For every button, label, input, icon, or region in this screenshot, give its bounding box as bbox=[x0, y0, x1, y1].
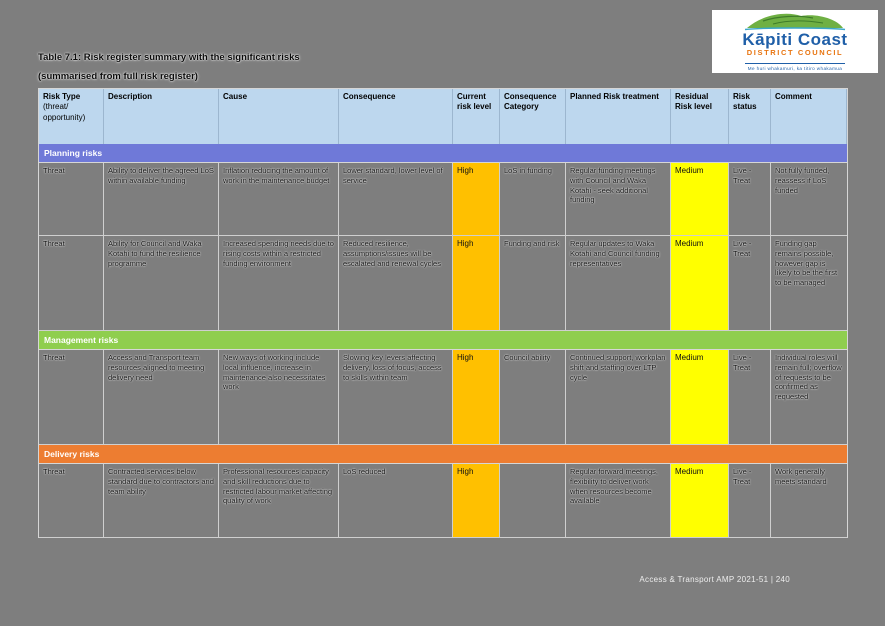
cell-comment: Individual roles will remain full; overf… bbox=[771, 350, 847, 445]
logo-subtitle: DISTRICT COUNCIL bbox=[746, 48, 844, 57]
page-footer: Access & Transport AMP 2021-51 | 240 bbox=[639, 575, 790, 584]
header-cause: Cause bbox=[219, 89, 339, 144]
cell-residual-risk-level: Medium bbox=[671, 464, 729, 538]
cell-consequence: Slowing key levers affecting delivery, l… bbox=[339, 350, 453, 445]
header-risk-type: Risk Type (threat/ opportunity) bbox=[39, 89, 104, 144]
header-risk-type-sub: (threat/ opportunity) bbox=[43, 102, 86, 122]
cell-current-risk-level: High bbox=[453, 236, 500, 331]
cell-current-risk-level: High bbox=[453, 163, 500, 236]
logo-tagline: Me huri whakamuri, ka titiro whakamua bbox=[744, 63, 846, 72]
document-title-line1: Table 7.1: Risk register summary with th… bbox=[38, 52, 300, 63]
cell-risk-status: Live - Treat bbox=[729, 350, 771, 445]
header-risk-status: Risk status bbox=[729, 89, 771, 144]
cell-consequence-category: Council ability bbox=[500, 350, 566, 445]
section-header-delivery: Delivery risks bbox=[39, 445, 847, 464]
cell-description: Ability for Council and Waka Kotahi to f… bbox=[104, 236, 219, 331]
table-row: Threat Contracted services below standar… bbox=[39, 464, 847, 538]
cell-consequence-category: LoS in funding bbox=[500, 163, 566, 236]
cell-cause: Inflation reducing the amount of work in… bbox=[219, 163, 339, 236]
section-header-planning: Planning risks bbox=[39, 144, 847, 163]
kapiti-island-icon bbox=[744, 13, 846, 31]
cell-risk-status: Live - Treat bbox=[729, 163, 771, 236]
cell-current-risk-level: High bbox=[453, 350, 500, 445]
cell-planned-treatment: Regular forward meetings, flexibility to… bbox=[566, 464, 671, 538]
cell-risk-type: Threat bbox=[39, 163, 104, 236]
table-row: Threat Ability for Council and Waka Kota… bbox=[39, 236, 847, 331]
cell-comment: Funding gap remains possible, however ga… bbox=[771, 236, 847, 331]
header-consequence-category: Consequence Category bbox=[500, 89, 566, 144]
cell-planned-treatment: Regular updates to Waka Kotahi and Counc… bbox=[566, 236, 671, 331]
cell-description: Contracted services below standard due t… bbox=[104, 464, 219, 538]
cell-consequence: Lower standard, lower level of service bbox=[339, 163, 453, 236]
cell-risk-type: Threat bbox=[39, 464, 104, 538]
document-title-line2: (summarised from full risk register) bbox=[38, 71, 198, 82]
table-header-row: Risk Type (threat/ opportunity) Descript… bbox=[39, 89, 847, 144]
cell-consequence: Reduced resilience, assumptions/issues w… bbox=[339, 236, 453, 331]
header-risk-type-label: Risk Type bbox=[43, 92, 81, 101]
cell-consequence-category bbox=[500, 464, 566, 538]
cell-risk-type: Threat bbox=[39, 350, 104, 445]
cell-residual-risk-level: Medium bbox=[671, 350, 729, 445]
cell-risk-type: Threat bbox=[39, 236, 104, 331]
table-row: Threat Ability to deliver the agreed LoS… bbox=[39, 163, 847, 236]
logo-name: Kāpiti Coast bbox=[742, 30, 848, 49]
section-header-management: Management risks bbox=[39, 331, 847, 350]
cell-consequence: LoS reduced bbox=[339, 464, 453, 538]
cell-risk-status: Live - Treat bbox=[729, 236, 771, 331]
cell-cause: New ways of working include local influe… bbox=[219, 350, 339, 445]
cell-comment: Not fully funded, reassess if LoS funded bbox=[771, 163, 847, 236]
cell-cause: Professional resources capacity and skil… bbox=[219, 464, 339, 538]
cell-residual-risk-level: Medium bbox=[671, 163, 729, 236]
risk-register-table: Risk Type (threat/ opportunity) Descript… bbox=[38, 88, 848, 538]
table-row: Threat Access and Transport team resourc… bbox=[39, 350, 847, 445]
header-planned-risk-treatment: Planned Risk treatment bbox=[566, 89, 671, 144]
cell-planned-treatment: Regular funding meetings with Council an… bbox=[566, 163, 671, 236]
cell-current-risk-level: High bbox=[453, 464, 500, 538]
cell-planned-treatment: Continued support, workplan shift and st… bbox=[566, 350, 671, 445]
council-logo: Kāpiti Coast DISTRICT COUNCIL Me huri wh… bbox=[712, 10, 878, 73]
cell-risk-status: Live - Treat bbox=[729, 464, 771, 538]
header-current-risk-level: Current risk level bbox=[453, 89, 500, 144]
header-description: Description bbox=[104, 89, 219, 144]
cell-description: Access and Transport team resources alig… bbox=[104, 350, 219, 445]
cell-residual-risk-level: Medium bbox=[671, 236, 729, 331]
header-consequence: Consequence bbox=[339, 89, 453, 144]
cell-cause: Increased spending needs due to rising c… bbox=[219, 236, 339, 331]
cell-comment: Work generally meets standard bbox=[771, 464, 847, 538]
document-title: Table 7.1: Risk register summary with th… bbox=[38, 48, 598, 86]
header-residual-risk-level: Residual Risk level bbox=[671, 89, 729, 144]
header-comment: Comment bbox=[771, 89, 847, 144]
cell-description: Ability to deliver the agreed LoS within… bbox=[104, 163, 219, 236]
cell-consequence-category: Funding and risk bbox=[500, 236, 566, 331]
